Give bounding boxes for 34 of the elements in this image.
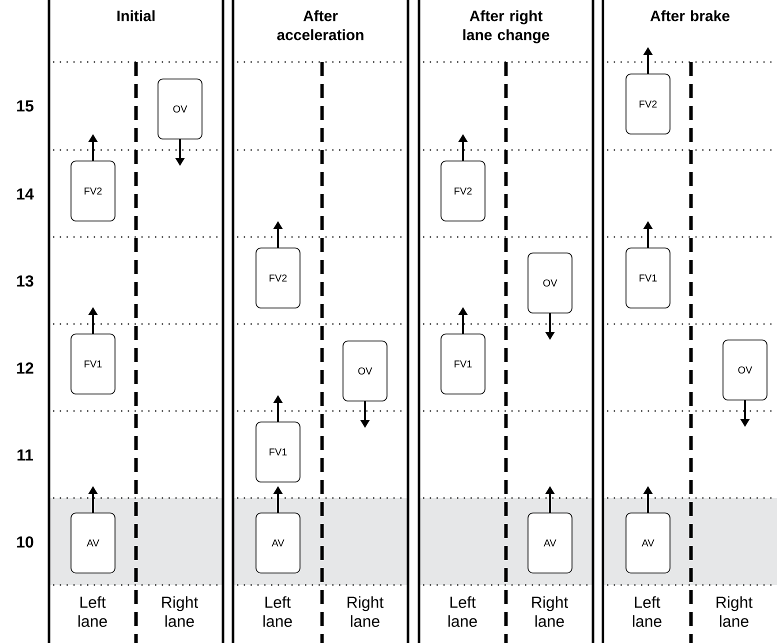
vehicle-box: AV xyxy=(256,512,300,574)
vehicle-box: FV2 xyxy=(626,74,670,134)
vehicle-box: OV xyxy=(528,252,572,314)
vehicle-box: OV xyxy=(342,340,388,402)
vehicle-box: AV xyxy=(70,512,116,574)
row-number: 10 xyxy=(17,536,34,548)
vehicle-box: FV1 xyxy=(70,334,116,394)
row-number: 11 xyxy=(18,450,34,460)
lane-label: Right lane xyxy=(716,596,753,627)
lane-label: Right lane xyxy=(348,596,384,627)
lane-label: Left lane xyxy=(448,596,477,627)
lane-label: Left lane xyxy=(632,596,662,627)
lane-label: Right lane xyxy=(162,596,198,627)
row-number: 15 xyxy=(17,100,34,112)
vehicle-box: OV xyxy=(158,78,202,140)
vehicle-box: FV2 xyxy=(440,160,486,222)
vehicle-box: FV1 xyxy=(440,334,486,394)
row-number: 12 xyxy=(17,362,34,374)
panel-title: After acceleration xyxy=(277,10,364,40)
lane-label: Left lane xyxy=(263,596,292,627)
vehicle-box: AV xyxy=(626,512,670,574)
panel-title: After brake xyxy=(650,10,730,22)
lane-label: Right lane xyxy=(532,596,568,627)
panel-title: After right lane change xyxy=(463,10,550,44)
vehicle-box: FV2 xyxy=(256,248,300,308)
vehicle-box: AV xyxy=(528,512,572,574)
row-number: 14 xyxy=(17,188,34,200)
vehicle-box: FV1 xyxy=(626,248,670,308)
lane-label: Left lane xyxy=(78,596,107,627)
vehicle-box: FV1 xyxy=(256,422,300,482)
vehicle-box: OV xyxy=(722,340,768,400)
row-number: 13 xyxy=(17,275,34,287)
panel-title: Initial xyxy=(117,10,155,22)
vehicle-box: FV2 xyxy=(70,160,116,222)
